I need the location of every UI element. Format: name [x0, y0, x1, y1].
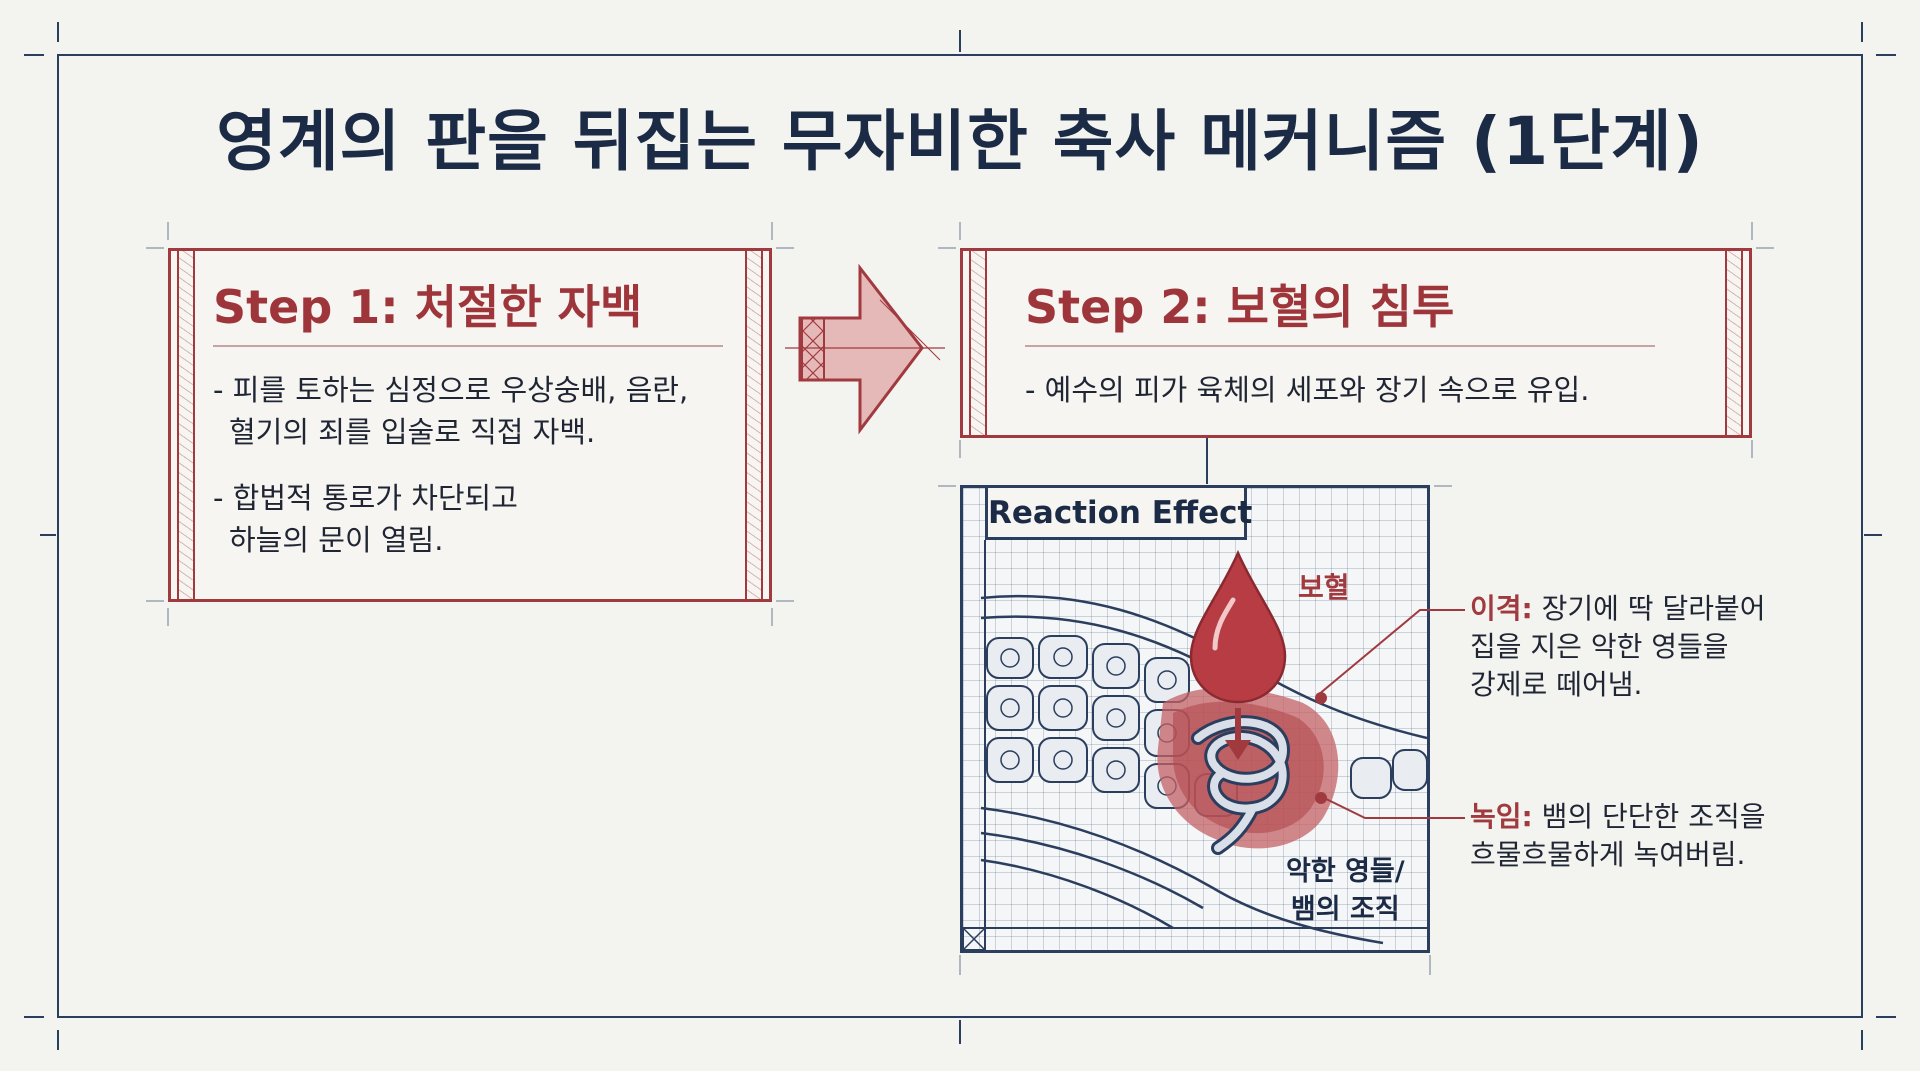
callout-melting-term: 녹임:: [1470, 800, 1533, 833]
callout-separation-line1: 장기에 딱 달라붙어: [1532, 592, 1766, 625]
step1-hatch-right: [745, 251, 763, 599]
reaction-effect-label: Reaction Effect: [985, 488, 1252, 540]
arrow-right-icon: [785, 263, 945, 435]
step1-hatch-left: [177, 251, 195, 599]
step2-card: Step 2: 보혈의 침투 - 예수의 피가 육체의 세포와 장기 속으로 유…: [960, 248, 1752, 438]
step2-title: Step 2: 보혈의 침투: [1025, 280, 1455, 334]
step1-bullet-2-line2: 하늘의 문이 열림.: [229, 523, 444, 557]
step1-divider: [213, 345, 723, 347]
step2-bullet-1: - 예수의 피가 육체의 세포와 장기 속으로 유입.: [1025, 373, 1590, 407]
step1-bullet-1-line1: - 피를 토하는 심정으로 우상숭배, 음란,: [213, 373, 689, 407]
step1-card: Step 1: 처절한 자백 - 피를 토하는 심정으로 우상숭배, 음란, 혈…: [168, 248, 772, 602]
callout-separation-term: 이격:: [1470, 592, 1533, 625]
snake-label-line2: 뱀의 조직: [1290, 894, 1400, 925]
step1-title: Step 1: 처절한 자백: [213, 280, 643, 334]
callout-separation-line3: 강제로 떼어냄.: [1470, 668, 1643, 701]
blood-label: 보혈: [1298, 571, 1350, 604]
step1-bullet-1-line2: 혈기의 죄를 입술로 직접 자백.: [229, 415, 596, 449]
page-title: 영계의 판을 뒤집는 무자비한 축사 메커니즘 (1단계): [216, 103, 1704, 180]
reaction-effect-illustration: Reaction Effect 보혈 악한 영들/ 뱀의 조직: [960, 485, 1430, 953]
step2-hatch-left: [969, 251, 987, 435]
step2-divider: [1025, 345, 1655, 347]
snake-tissue-label: 악한 영들/ 뱀의 조직: [1286, 853, 1405, 929]
callout-melting-line2: 흐물흐물하게 녹여버림.: [1470, 838, 1746, 871]
callout-separation-line2: 집을 지은 악한 영들을: [1470, 630, 1729, 663]
snake-label-line1: 악한 영들/: [1286, 856, 1405, 887]
callout-separation: 이격: 장기에 딱 달라붙어 집을 지은 악한 영들을 강제로 떼어냄.: [1470, 590, 1766, 704]
callout-melting-line1: 뱀의 단단한 조직을: [1532, 800, 1766, 833]
callout-melting: 녹임: 뱀의 단단한 조직을 흐물흐물하게 녹여버림.: [1470, 798, 1766, 874]
tissue-snake-drawing: [963, 540, 1427, 950]
step1-bullet-2-line1: - 합법적 통로가 차단되고: [213, 481, 518, 515]
blood-drop-icon: [1189, 549, 1287, 704]
step2-hatch-right: [1725, 251, 1743, 435]
